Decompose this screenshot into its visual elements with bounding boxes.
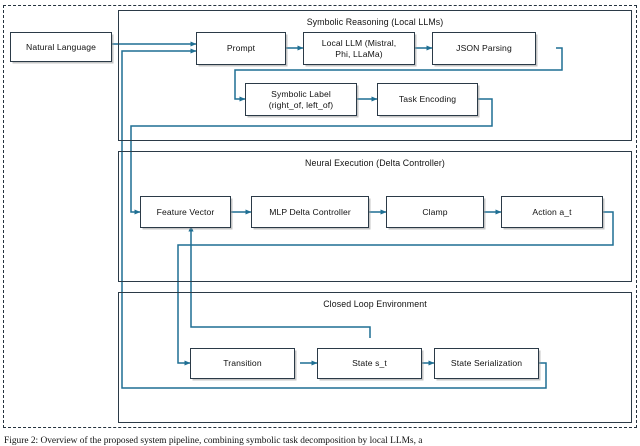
group-neural-execution: Neural Execution (Delta Controller)	[118, 151, 632, 282]
node-symbolic-label[interactable]: Symbolic Label (right_of, left_of)	[245, 83, 357, 116]
node-mlp-delta-controller[interactable]: MLP Delta Controller	[251, 196, 369, 228]
node-json-parsing[interactable]: JSON Parsing	[432, 32, 536, 65]
node-action-at[interactable]: Action a_t	[501, 196, 603, 228]
node-natural-language[interactable]: Natural Language	[10, 32, 112, 62]
node-prompt-label: Prompt	[226, 43, 256, 54]
node-action-at-label: Action a_t	[532, 206, 572, 217]
edge-json-parsing-symbolic-label	[234, 47, 563, 102]
node-natural-language-label: Natural Language	[26, 41, 96, 52]
edge-task-encoding-feature-vector	[130, 98, 493, 215]
node-state-st-label: State s_t	[352, 358, 387, 369]
node-task-encoding-label: Task Encoding	[398, 94, 457, 105]
node-feature-vector-label: Feature Vector	[156, 206, 215, 217]
node-json-parsing-label: JSON Parsing	[456, 43, 512, 54]
node-local-llm-label-line2: Phi, LLaMa)	[335, 48, 383, 59]
figure-caption: Figure 2: Overview of the proposed syste…	[4, 436, 423, 446]
group-neural-execution-title: Neural Execution (Delta Controller)	[305, 158, 445, 168]
group-closed-loop-environment: Closed Loop Environment	[118, 292, 632, 423]
node-transition[interactable]: Transition	[190, 348, 295, 379]
node-feature-vector[interactable]: Feature Vector	[140, 196, 231, 228]
node-symbolic-label-line2: (right_of, left_of)	[268, 99, 334, 110]
node-clamp-label: Clamp	[422, 206, 448, 217]
figure-outer-boundary	[3, 5, 637, 428]
node-symbolic-label-line1: Symbolic Label	[271, 88, 331, 99]
edge-action-transition	[177, 211, 614, 366]
edge-state-serialization-prompt	[121, 48, 547, 389]
node-transition-label: Transition	[223, 358, 262, 369]
node-task-encoding[interactable]: Task Encoding	[377, 83, 478, 116]
node-prompt[interactable]: Prompt	[196, 32, 286, 65]
node-state-serialization-label: State Serialization	[450, 358, 523, 369]
node-local-llm-label-line1: Local LLM (Mistral,	[321, 37, 397, 48]
group-closed-loop-environment-title: Closed Loop Environment	[323, 299, 427, 309]
edge-state-feature-vector	[188, 225, 371, 338]
node-mlp-delta-controller-label: MLP Delta Controller	[269, 206, 351, 217]
node-local-llm[interactable]: Local LLM (Mistral, Phi, LLaMa)	[303, 32, 415, 65]
node-state-st[interactable]: State s_t	[317, 348, 422, 379]
group-symbolic-reasoning-title: Symbolic Reasoning (Local LLMs)	[306, 17, 444, 27]
node-clamp[interactable]: Clamp	[386, 196, 484, 228]
group-symbolic-reasoning: Symbolic Reasoning (Local LLMs)	[118, 10, 632, 141]
node-state-serialization[interactable]: State Serialization	[434, 348, 539, 379]
